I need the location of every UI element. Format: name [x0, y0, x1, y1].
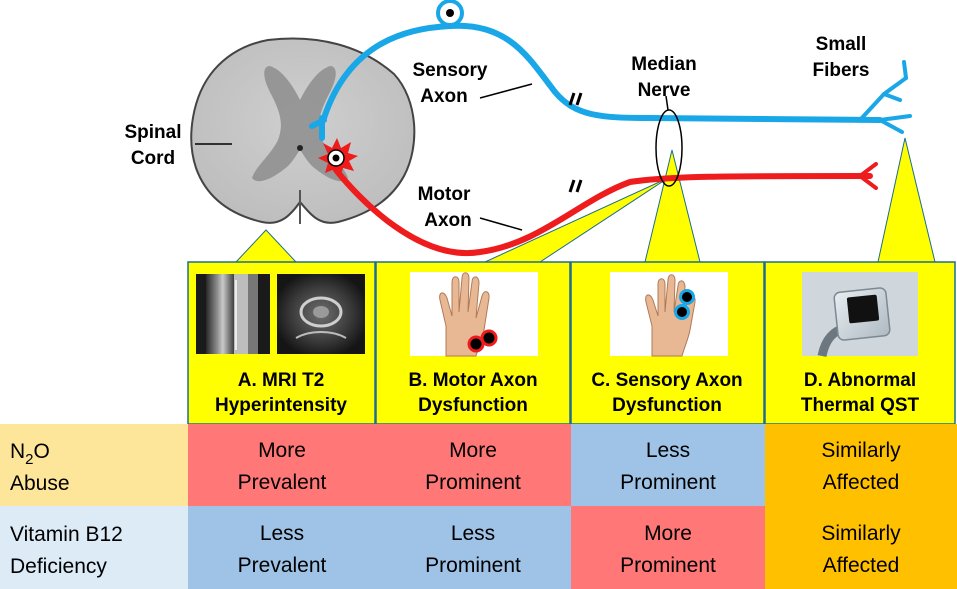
row-2-cell-d: [765, 506, 957, 589]
callout-pointers: [234, 137, 936, 263]
hand-sensory-image: [610, 272, 728, 357]
motor-neuron: [318, 138, 358, 178]
row-1-cell-d: [765, 424, 957, 506]
leader-lines: [195, 83, 669, 231]
panel-d-caption-2: Thermal QST: [801, 395, 920, 416]
sensory-axon-label: Sensory: [413, 60, 488, 81]
row-2-cell-a: [188, 506, 376, 589]
sensory-ganglion: [436, 0, 464, 27]
row-2-label-cell: [0, 506, 188, 589]
mri-sagittal-image: [196, 274, 270, 354]
mri-axial-image: [277, 274, 365, 354]
small-fibers-label: Small: [816, 34, 867, 55]
motor-axon-label: Motor: [418, 184, 471, 205]
callout-pointer-a: [234, 229, 298, 263]
thermal-qst-device-image: [802, 272, 918, 358]
panel-c-caption-2: Dysfunction: [612, 395, 722, 416]
callout-pointer-d: [877, 137, 936, 263]
sensory-axon-path: [309, 13, 912, 141]
panel-a-caption: A. MRI T2: [238, 370, 325, 391]
motor-axon-label-2: Axon: [424, 210, 472, 231]
spinal-cord-image: [190, 37, 416, 224]
row-2-cell-c: [571, 506, 765, 589]
spinal-cord-label: Spinal: [124, 122, 181, 143]
motor-axon-path: [333, 162, 878, 257]
row-1-cell-a: [188, 424, 376, 506]
panel-b-caption: B. Motor Axon: [408, 370, 537, 391]
row-1-label-cell: [0, 424, 188, 506]
median-nerve-ellipse: [655, 109, 683, 187]
panel-d-caption: D. Abnormal: [804, 370, 916, 391]
row-2-cell-b: [376, 506, 571, 589]
row-1-label: N2O Abuse: [10, 440, 70, 495]
sensory-axon-label-2: Axon: [420, 86, 468, 107]
panel-b-caption-2: Dysfunction: [418, 395, 528, 416]
hand-motor-image: [410, 272, 538, 357]
panel-a-caption-2: Hyperintensity: [215, 395, 347, 416]
nerve-break-marks: [568, 92, 583, 193]
small-fibers-label-2: Fibers: [812, 60, 869, 81]
spinal-cord-label-2: Cord: [131, 148, 175, 169]
median-nerve-label: Median: [631, 54, 696, 75]
row-1-cell-c: [571, 424, 765, 506]
callout-pointer-c: [644, 149, 701, 263]
row-1-cell-b: [376, 424, 571, 506]
row-2-label: Vitamin B12 Deficiency: [10, 523, 129, 578]
median-nerve-label-2: Nerve: [638, 80, 691, 101]
panel-c-caption: C. Sensory Axon: [591, 370, 742, 391]
